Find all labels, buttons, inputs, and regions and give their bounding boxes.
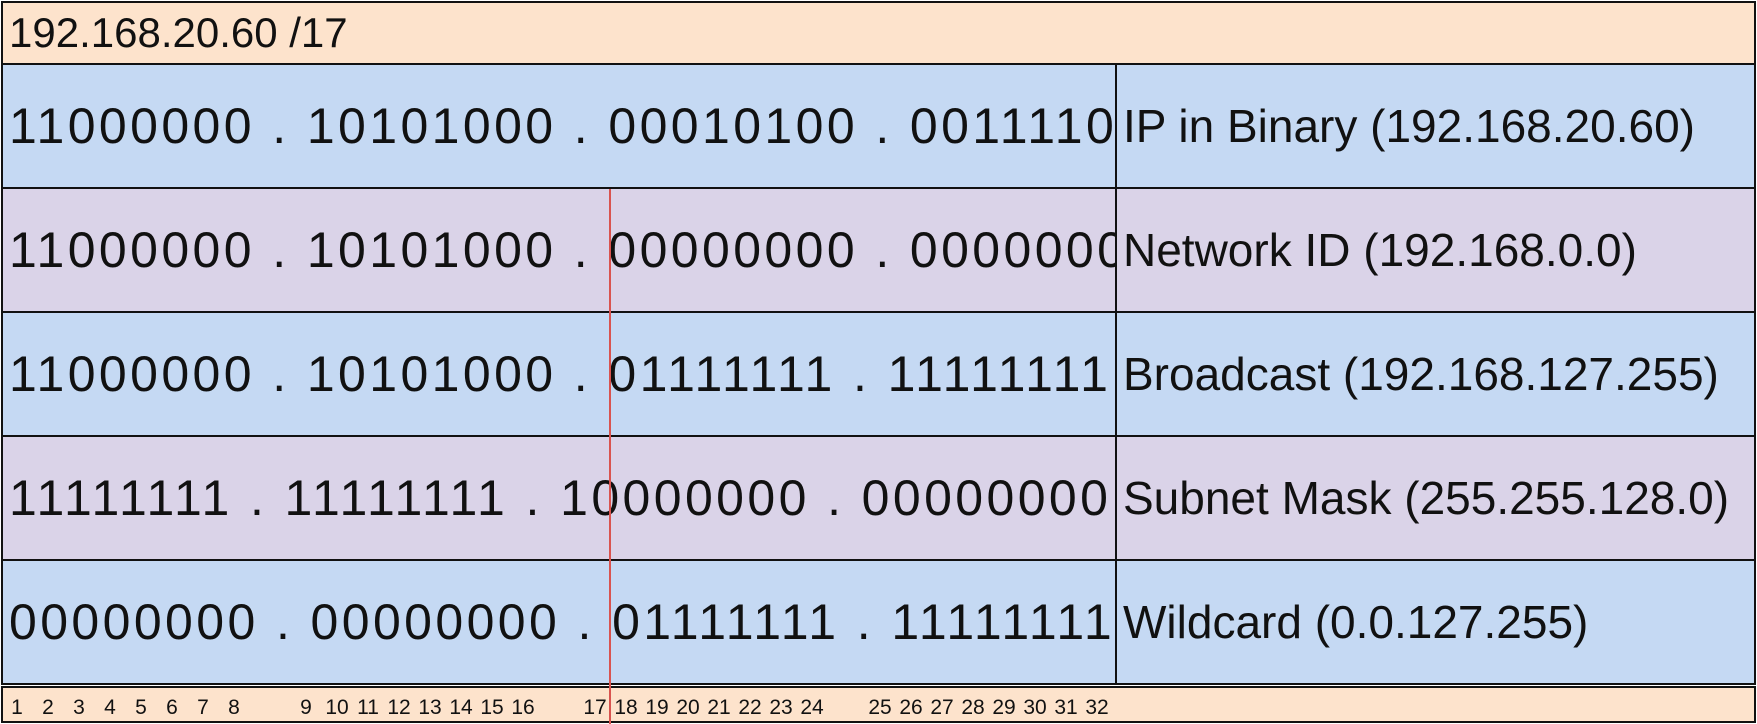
- bit-number-29: 29: [992, 696, 1016, 719]
- bit-number-30: 30: [1023, 696, 1047, 719]
- bit-number-27: 27: [930, 696, 954, 719]
- bit-number-18: 18: [614, 696, 638, 719]
- binary-value: 11111111 . 11111111 . 10000000 . 0000000…: [9, 470, 1112, 526]
- row-label-3: Subnet Mask (255.255.128.0): [1115, 435, 1756, 561]
- row-label-text: Network ID (192.168.0.0): [1123, 224, 1637, 276]
- bit-number-9: 9: [300, 696, 312, 719]
- bit-number-21: 21: [707, 696, 731, 719]
- bit-number-3: 3: [73, 696, 85, 719]
- bit-number-32: 32: [1085, 696, 1109, 719]
- row-label-text: Wildcard (0.0.127.255): [1123, 596, 1589, 648]
- bit-number-11: 11: [357, 696, 379, 719]
- bit-number-12: 12: [387, 696, 411, 719]
- row-binary-3: 11111111 . 11111111 . 10000000 . 0000000…: [1, 435, 1117, 561]
- bit-number-16: 16: [511, 696, 535, 719]
- row-binary-0: 11000000 . 10101000 . 00010100 . 0011110…: [1, 63, 1117, 189]
- title-text: 192.168.20.60 /17: [9, 9, 348, 56]
- title-box: 192.168.20.60 /17: [1, 1, 1756, 65]
- bit-number-6: 6: [166, 696, 178, 719]
- row-label-text: Broadcast (192.168.127.255): [1123, 348, 1719, 400]
- bit-number-8: 8: [228, 696, 240, 719]
- bit-number-19: 19: [645, 696, 669, 719]
- bit-number-13: 13: [418, 696, 442, 719]
- bit-number-23: 23: [769, 696, 793, 719]
- row-label-text: Subnet Mask (255.255.128.0): [1123, 472, 1730, 524]
- bit-number-17: 17: [583, 696, 607, 719]
- bit-number-28: 28: [961, 696, 985, 719]
- bit-number-31: 31: [1054, 696, 1078, 719]
- bit-number-2: 2: [42, 696, 54, 719]
- row-label-0: IP in Binary (192.168.20.60): [1115, 63, 1756, 189]
- binary-value: 11000000 . 10101000 . 00010100 . 0011110…: [9, 98, 1117, 154]
- row-label-1: Network ID (192.168.0.0): [1115, 187, 1756, 313]
- bit-number-15: 15: [480, 696, 504, 719]
- bit-number-14: 14: [449, 696, 473, 719]
- row-binary-4: 00000000 . 00000000 . 01111111 . 1111111…: [1, 559, 1117, 685]
- bit-number-5: 5: [135, 696, 147, 719]
- bit-number-4: 4: [104, 696, 116, 719]
- row-label-4: Wildcard (0.0.127.255): [1115, 559, 1756, 685]
- bit-number-10: 10: [325, 696, 349, 719]
- bit-number-26: 26: [899, 696, 923, 719]
- bit-number-22: 22: [738, 696, 762, 719]
- bit-number-25: 25: [868, 696, 892, 719]
- binary-value: 11000000 . 10101000 . 01111111 . 1111111…: [9, 346, 1112, 402]
- bit-number-7: 7: [197, 696, 209, 719]
- bit-number-1: 1: [11, 696, 23, 719]
- bit-number-24: 24: [800, 696, 824, 719]
- prefix-split-line: [609, 189, 611, 724]
- row-binary-1: 11000000 . 10101000 . 00000000 . 0000000…: [1, 187, 1117, 313]
- row-label-text: IP in Binary (192.168.20.60): [1123, 100, 1695, 152]
- binary-value: 11000000 . 10101000 . 00000000 . 0000000…: [9, 222, 1117, 278]
- bit-number-20: 20: [676, 696, 700, 719]
- binary-value: 00000000 . 00000000 . 01111111 . 1111111…: [9, 594, 1116, 650]
- row-label-2: Broadcast (192.168.127.255): [1115, 311, 1756, 437]
- row-binary-2: 11000000 . 10101000 . 01111111 . 1111111…: [1, 311, 1117, 437]
